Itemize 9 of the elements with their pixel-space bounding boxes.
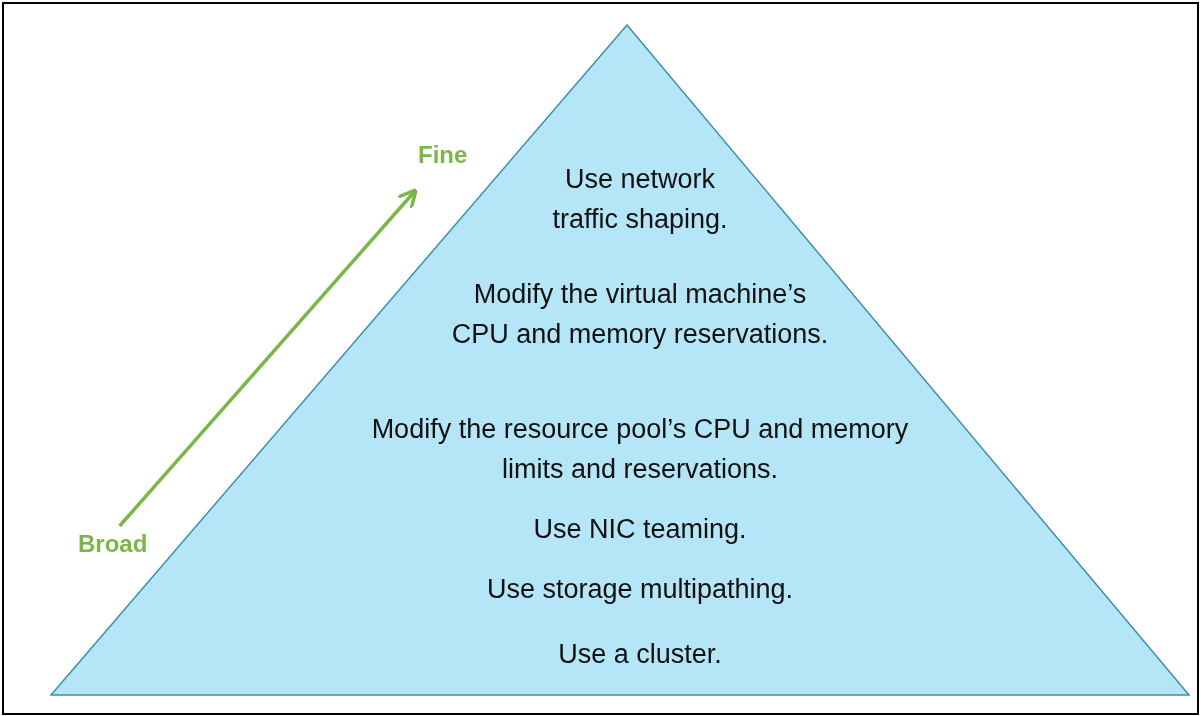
level-text: Use a cluster. bbox=[557, 638, 723, 671]
scale-label: Fine bbox=[418, 141, 468, 169]
level-text: Use NIC teaming. bbox=[532, 513, 748, 546]
level-text: Modify the resource pool’s CPU and memory limits and reservations. bbox=[370, 413, 910, 486]
level-text: Use network traffic shaping. bbox=[551, 163, 729, 236]
arrow bbox=[118, 187, 418, 528]
level-text: Modify the virtual machine’s CPU and memory reservations. bbox=[450, 278, 830, 351]
scale-label: Broad bbox=[78, 530, 148, 558]
level-text: Use storage multipathing. bbox=[485, 573, 795, 606]
